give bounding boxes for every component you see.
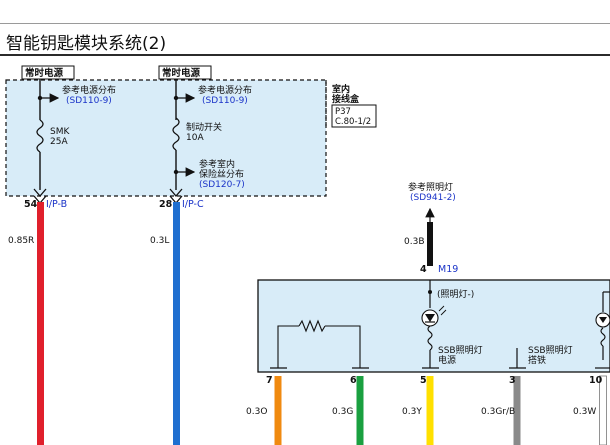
ssb-lamp-power-line2: 电源 — [438, 354, 456, 366]
junction-box-ref-box — [331, 104, 377, 128]
junction-box-title-line2: 接线盒 — [332, 93, 360, 105]
lamp-ref-pin: 4 — [420, 264, 427, 275]
output-wires: 7 0.3O 6 0.3G 5 0.3Y 3 0.3Gr/B 10 0.3W — [246, 375, 607, 445]
output-wire-label-7: 0.3O — [246, 407, 267, 417]
output-wire-7 — [274, 376, 282, 445]
output-wire-label-6: 0.3G — [332, 407, 353, 417]
junction-box-ref-line1: P37 — [335, 107, 351, 117]
col2-connector: I/P-C — [182, 199, 204, 210]
constant-power-tag-left-text: 常时电源 — [25, 67, 64, 79]
wire-black — [427, 222, 433, 266]
output-pin-5: 5 — [420, 375, 427, 386]
module-lamp-label: (照明灯-) — [437, 289, 474, 300]
col2-ref-code: (SD110-9) — [202, 96, 248, 106]
col1-connector: I/P-B — [46, 199, 67, 210]
col2-ref-label: 参考电源分布 — [198, 84, 252, 96]
col2-fuse-name: 制动开关 — [186, 121, 222, 133]
brake-switch-fuse-icon — [172, 117, 180, 151]
constant-power-tag-left — [21, 65, 75, 80]
col1-ref-label: 参考电源分布 — [62, 84, 116, 96]
page-title: 智能钥匙模块系统(2) — [6, 34, 167, 54]
ssb-lamp-ground-line1: SSB照明灯 — [528, 345, 573, 356]
wire-red — [37, 202, 44, 445]
lamp-ref-code: (SD941-2) — [410, 193, 456, 203]
col2-ref2-code: (SD120-7) — [199, 180, 245, 190]
output-wire-10 — [599, 375, 607, 445]
col2-fuse-rating: 10A — [186, 133, 204, 143]
col1-ref-code: (SD110-9) — [66, 96, 112, 106]
col1-pin: 54 — [24, 199, 38, 210]
col1-wire-label: 0.85R — [8, 236, 34, 246]
smart-key-module — [257, 279, 610, 373]
col2-pin: 28 — [159, 199, 173, 210]
led-icon — [421, 305, 447, 327]
lamp-ref-connector: M19 — [438, 264, 458, 275]
output-pin-10: 10 — [589, 375, 603, 386]
led-icon-right — [595, 312, 610, 328]
ssb-lamp-power-line1: SSB照明灯 — [438, 345, 483, 356]
constant-power-tag-mid-text: 常时电源 — [162, 67, 201, 79]
wire-blue — [173, 202, 180, 445]
col2-wire-label: 0.3L — [150, 236, 169, 246]
col1-fuse-name: SMK — [50, 127, 70, 137]
output-pin-7: 7 — [266, 375, 273, 386]
output-wire-6 — [356, 376, 364, 445]
title-bar: 智能钥匙模块系统(2) — [0, 23, 610, 56]
lamp-ref-line1: 参考照明灯 — [408, 181, 453, 193]
output-wire-label-5: 0.3Y — [402, 407, 422, 417]
constant-power-tag-mid — [158, 65, 212, 80]
resistor-icon — [298, 319, 326, 333]
junction-box-title-line1: 室内 — [332, 83, 350, 95]
ssb-lamp-ground-line2: 搭铁 — [528, 354, 546, 366]
col2-ref2-line1: 参考室内 — [199, 158, 235, 170]
lamp-ref-wire: 0.3B — [404, 237, 425, 247]
junction-box-ref-line2: C.80-1/2 — [335, 117, 371, 127]
output-wire-3 — [513, 376, 521, 445]
output-wire-label-10: 0.3W — [573, 407, 596, 417]
output-pin-3: 3 — [509, 375, 516, 386]
junction-box-panel — [5, 79, 327, 197]
smk-fuse-icon — [36, 119, 44, 153]
output-pin-6: 6 — [350, 375, 357, 386]
col1-fuse-rating: 25A — [50, 137, 68, 147]
col2-ref2-line2: 保险丝分布 — [199, 168, 244, 180]
output-wire-5 — [426, 376, 434, 445]
output-wire-label-3: 0.3Gr/B — [481, 407, 515, 417]
